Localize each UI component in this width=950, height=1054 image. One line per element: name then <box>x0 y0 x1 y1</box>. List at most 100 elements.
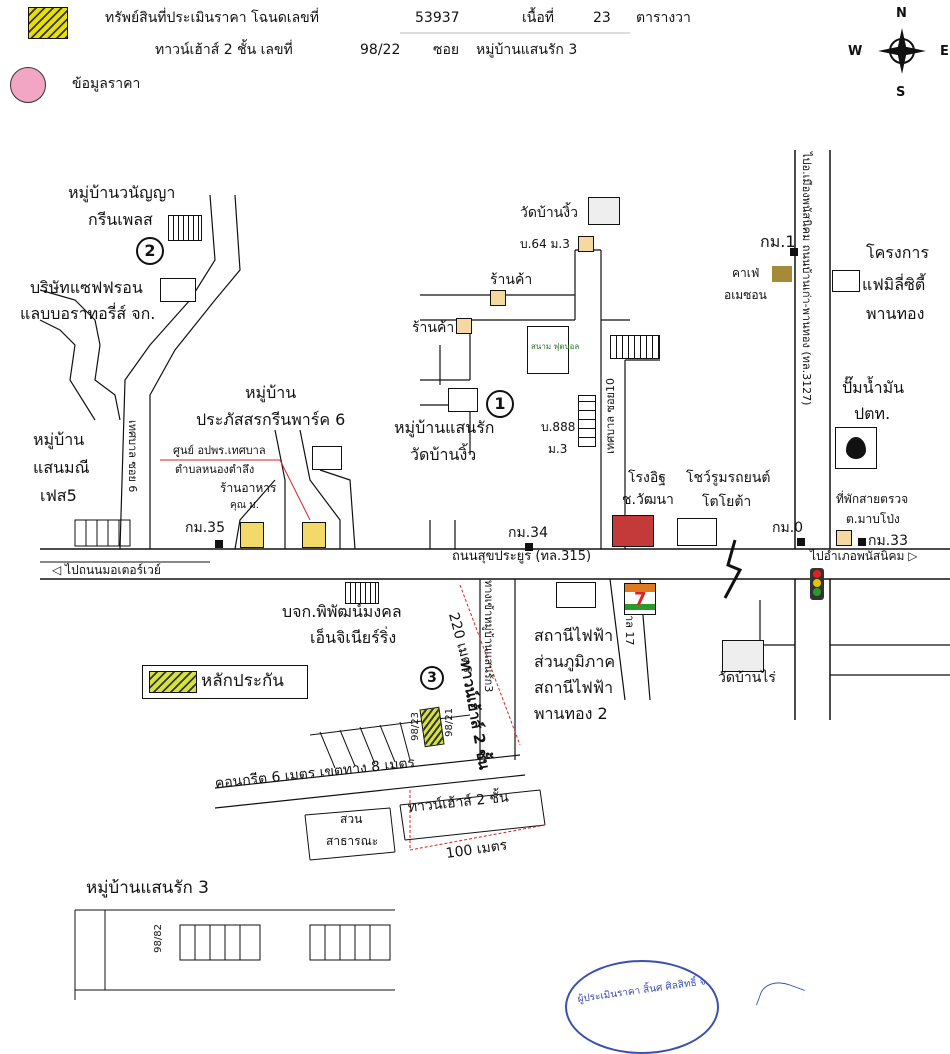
area-value: 23 <box>593 10 611 26</box>
house-icon <box>302 522 326 548</box>
label-to-motorway: ◁ ไปถนนมอเตอร์เวย์ <box>52 563 161 577</box>
label-sanrak-l2: วัดบ้านงิ้ว <box>410 445 477 464</box>
label-egat-l3: สถานีไฟฟ้า <box>534 678 614 697</box>
header-title: ทรัพย์สินที่ประเมินราคา โฉนดเลขที่ <box>105 10 319 26</box>
label-b888-l1: บ.888 <box>541 420 576 434</box>
building-icon <box>345 582 379 604</box>
label-egat-l1: สถานีไฟฟ้า <box>534 626 614 645</box>
marker-2-circle: 2 <box>136 237 164 265</box>
compass-w: W <box>848 44 863 59</box>
power-station-icon <box>556 582 596 608</box>
collateral-label: หลักประกัน <box>201 671 284 691</box>
temple-icon <box>722 640 764 672</box>
house-icon <box>578 395 596 447</box>
cafe-icon <box>772 266 792 282</box>
label-soi-sanrak3: ทางเข้าหมู่บ้านแสนรัก3 <box>482 580 496 693</box>
soi-label: ซอย <box>433 42 460 58</box>
label-km0: กม.0 <box>772 520 804 536</box>
label-family-l2: แฟมิลี่ซิตี้ <box>862 275 926 294</box>
marker-3-circle: 3 <box>420 666 444 690</box>
collateral-swatch <box>149 671 197 693</box>
compass-n: N <box>896 6 907 21</box>
label-b64: บ.64 ม.3 <box>520 237 570 251</box>
label-sanmani-l3: เฟส5 <box>40 486 77 505</box>
label-family-l3: พานทอง <box>866 304 925 323</box>
house-small-icon <box>578 236 594 252</box>
label-sanrak-l1: หมู่บ้านแสนรัก <box>394 418 495 437</box>
label-wat-rai: วัดบ้านไร่ <box>718 670 776 686</box>
deed-number: 53937 <box>415 10 460 26</box>
building-icon <box>610 335 660 359</box>
label-family-l1: โครงการ <box>866 243 929 262</box>
label-km1: กม.1 <box>760 232 796 251</box>
compass-rose-icon <box>850 8 950 98</box>
label-cafe-l2: อเมซอน <box>724 288 767 302</box>
label-shop2: ร้านค้า <box>412 320 455 336</box>
km-marker <box>525 543 533 551</box>
marker-1-circle: 1 <box>486 390 514 418</box>
label-ptt-l1: ปั๊มน้ำมัน <box>842 378 905 397</box>
factory-icon <box>677 518 717 546</box>
label-wanya-l2: กรีนเพลส <box>88 210 153 229</box>
label-pattanaphong-l1: หมู่บ้าน <box>245 383 297 402</box>
label-road-3127: ไปอ.เมืองพนัสนิคม ถนนบ้านเก่า-พานทอง (ทล… <box>800 152 814 406</box>
label-km33: กม.33 <box>868 533 908 549</box>
area-unit: ตารางวา <box>636 10 691 26</box>
label-lot-a: 98/23 <box>410 712 421 741</box>
brick-factory-icon <box>612 515 654 547</box>
label-health-center: ศูนย์ อปพร.เทศบาล <box>173 444 266 457</box>
label-km35: กม.35 <box>185 520 225 536</box>
label-school-l1: โรงอิฐ <box>628 470 667 486</box>
shop-icon <box>490 290 506 306</box>
label-safron-l2: แลบบอราทอรี่ส์ จก. <box>20 304 156 323</box>
price-info-marker-icon <box>10 67 46 103</box>
label-egat-l2: ส่วนภูมิภาค <box>534 652 616 671</box>
label-sanmani-l1: หมู่บ้าน <box>33 430 85 449</box>
housing-icon <box>448 388 478 412</box>
football-field <box>527 326 569 374</box>
map-canvas <box>39 32 950 1000</box>
label-school-l2: ช.วัฒนา <box>622 492 674 508</box>
label-to-panatnikhom: ไปอำเภอพนัสนิคม ▷ <box>810 549 918 563</box>
shop-icon <box>456 318 472 334</box>
label-soi10: เทศบาล ซอย10 <box>604 378 617 454</box>
stamp-text: ผู้ประเมินราคา สิ้นศ ศิลสิทธิ์ จำกัด <box>576 973 719 1006</box>
label-village-3: หมู่บ้านแสนรัก 3 <box>86 878 209 898</box>
km-marker <box>858 538 866 546</box>
label-safron-l1: บริษัทแซฟฟรอน <box>30 278 143 297</box>
seven-mark: 7 <box>634 589 647 610</box>
km-marker <box>790 248 798 256</box>
label-soi6: เทศบาล ซอย 6 <box>126 420 140 493</box>
compass-s: S <box>896 85 906 100</box>
label-lot-b: 98/21 <box>444 708 455 737</box>
label-toyota-l1: โชว์รูมรถยนต์ <box>686 470 771 486</box>
housing-icon <box>832 270 860 292</box>
label-wat-ngiw: วัดบ้านงิ้ว <box>520 205 578 221</box>
label-toyota-l2: โตโยต้า <box>702 494 752 510</box>
approval-stamp: ผู้ประเมินราคา สิ้นศ ศิลสิทธิ์ จำกัด <box>565 960 719 1054</box>
factory-icon <box>160 278 196 302</box>
property-type: ทาวน์เฮ้าส์ 2 ชั้น เลขที่ <box>155 42 293 58</box>
label-wanya-l1: หมู่บ้านวนัญญา <box>68 183 176 202</box>
label-checkpoint-l1: ที่พักสายตรวจ <box>836 492 909 506</box>
price-info-label: ข้อมูลราคา <box>72 76 141 92</box>
label-park-l2: สาธารณะ <box>326 834 379 848</box>
house-icon <box>836 530 852 546</box>
label-cafe-l1: คาเฟ่ <box>732 266 760 280</box>
label-restaurant: ร้านอาหาร <box>220 481 277 495</box>
km-marker <box>215 540 223 548</box>
label-km34: กม.34 <box>508 525 548 541</box>
ptt-logo-icon <box>835 427 877 469</box>
label-park-l1: สวน <box>340 812 363 826</box>
label-sanmani-l2: แสนมณี <box>33 458 90 477</box>
collateral-legend: หลักประกัน <box>142 665 308 699</box>
label-bkk-l2: เอ็นจิเนียร์ริ่ง <box>310 628 397 647</box>
housing-icon <box>312 446 342 470</box>
subject-legend-swatch <box>28 7 68 39</box>
house-icon <box>240 522 264 548</box>
label-main-road: ถนนสุขประยูร (ทล.315) <box>452 549 592 564</box>
label-ptt-l2: ปตท. <box>854 404 891 423</box>
traffic-light-icon <box>810 568 824 600</box>
label-egat-l4: พานทอง 2 <box>534 704 608 723</box>
house-icon <box>168 215 202 241</box>
